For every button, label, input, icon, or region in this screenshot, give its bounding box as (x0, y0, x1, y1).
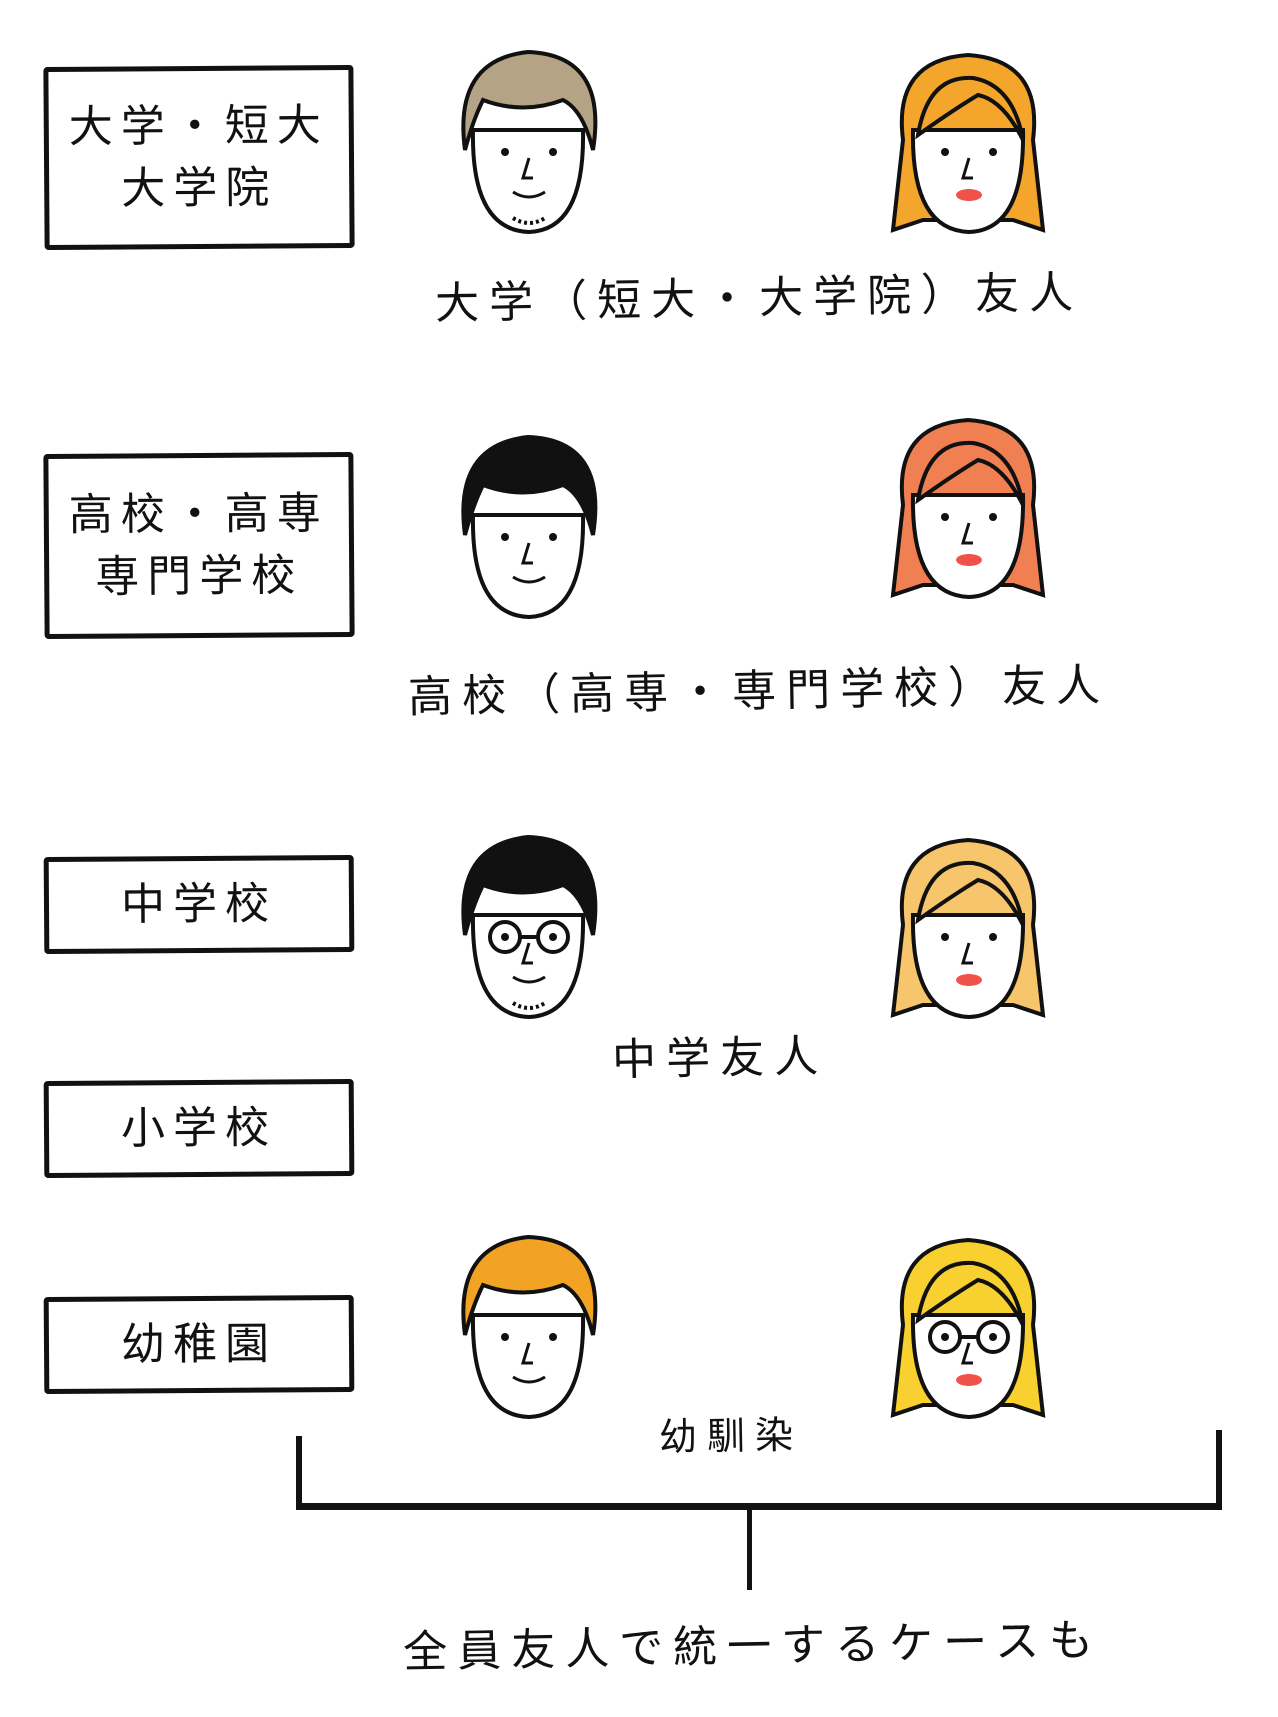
category-box-university: 大学・短大 大学院 (43, 64, 355, 251)
face-svg (890, 52, 1046, 235)
face-svg (461, 434, 598, 620)
female-face-illustration (883, 40, 1053, 240)
category-label: 大学院 (121, 161, 278, 215)
category-label: 小学校 (120, 1101, 278, 1155)
face-svg (890, 417, 1046, 600)
bracket-left (296, 1436, 302, 1510)
category-label: 専門学校 (95, 549, 304, 603)
male-face-illustration (443, 825, 613, 1025)
category-label: 幼稚園 (120, 1317, 278, 1371)
male-face-illustration (443, 1225, 613, 1425)
caption-childhood: 幼馴染 (658, 1412, 804, 1460)
category-box-elementary: 小学校 (43, 1078, 355, 1179)
male-face-illustration (443, 40, 613, 240)
face-svg (890, 837, 1046, 1020)
caption-university: 大学（短大・大学院）友人 (434, 267, 1084, 330)
female-face-illustration (883, 405, 1053, 605)
category-label: 高校・高専 (68, 487, 329, 541)
bracket-bottom (296, 1503, 1222, 1510)
female-face-illustration (883, 1225, 1053, 1425)
face-svg (890, 1237, 1046, 1420)
male-face-illustration (443, 425, 613, 625)
category-box-highschool: 高校・高専 専門学校 (43, 451, 355, 640)
bracket-right (1216, 1430, 1222, 1510)
caption-highschool: 高校（高専・専門学校）友人 (407, 659, 1111, 724)
category-box-middleschool: 中学校 (43, 854, 355, 955)
caption-summary: 全員友人で統一するケースも (402, 1614, 1104, 1679)
category-label: 中学校 (120, 877, 278, 931)
category-box-kindergarten: 幼稚園 (43, 1294, 355, 1395)
bracket-stem (747, 1508, 752, 1590)
face-svg (461, 49, 598, 235)
caption-middleschool: 中学友人 (611, 1031, 829, 1086)
face-svg (461, 1234, 598, 1420)
face-svg (461, 834, 598, 1020)
female-face-illustration (883, 825, 1053, 1025)
category-label: 大学・短大 (68, 99, 329, 153)
